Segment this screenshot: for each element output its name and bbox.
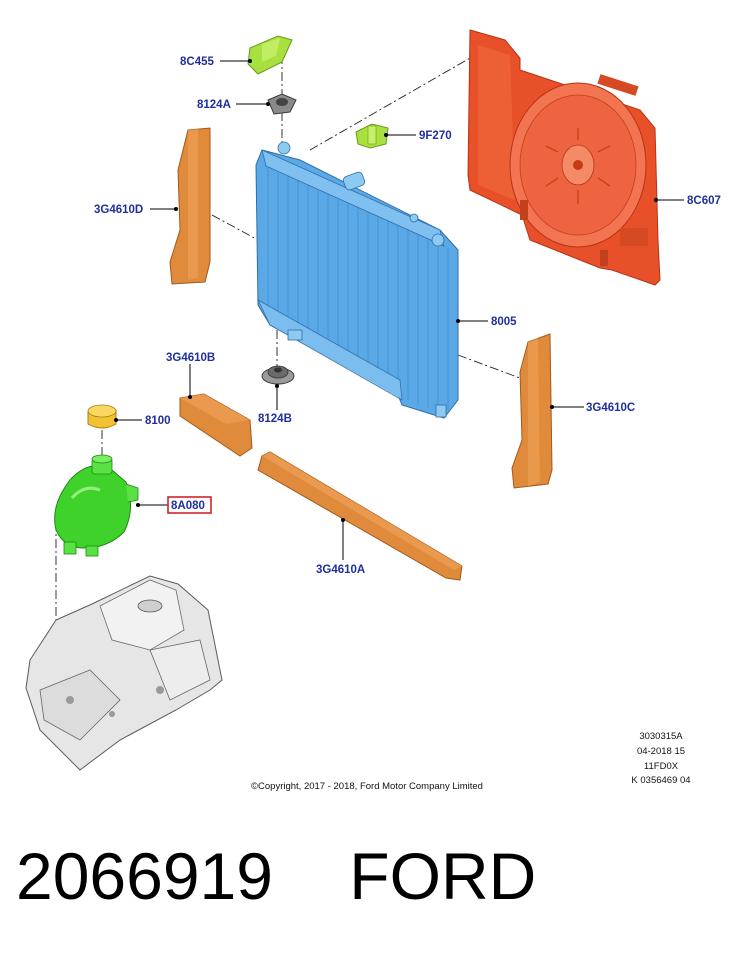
bottom-caption: 2066919 FORD [16, 838, 536, 914]
cap-8100-part [87, 404, 117, 429]
reference-code-line: 04-2018 15 [636, 745, 686, 757]
reference-code-line: 11FD0X [643, 760, 679, 772]
leader-lines [114, 59, 684, 560]
callout-8c455[interactable]: 8C455 [180, 56, 214, 68]
clip-9f270-part [355, 123, 389, 149]
callout-8124b[interactable]: 8124B [258, 413, 292, 425]
seal-3g4610b-part [179, 393, 253, 457]
reference-code-line: K 0356469 04 [631, 775, 691, 787]
callout-3g4610c[interactable]: 3G4610C [586, 402, 635, 414]
bracket-8c455-part [247, 35, 293, 75]
callout-8100[interactable]: 8100 [145, 415, 171, 427]
mount-8124a-part [267, 93, 297, 115]
mount-8124b-part [261, 365, 295, 385]
copyright-notice: ©Copyright, 2017 - 2018, Ford Motor Comp… [251, 781, 483, 792]
part-number: 2066919 [16, 839, 273, 913]
callout-9f270[interactable]: 9F270 [419, 130, 452, 142]
reference-code-block: 3030315A 04-2018 15 11FD0X K 0356469 04 [601, 730, 721, 789]
callout-8005[interactable]: 8005 [491, 316, 517, 328]
brand-name: FORD [349, 839, 537, 913]
body-panel-part [25, 575, 223, 771]
callout-3g4610a[interactable]: 3G4610A [316, 564, 365, 576]
reservoir-8a080-part [54, 454, 139, 557]
seal-3g4610a-part [257, 451, 463, 581]
callout-3g4610b[interactable]: 3G4610B [166, 352, 215, 364]
callout-8124a[interactable]: 8124A [197, 99, 231, 111]
seal-3g4610d-part [169, 127, 211, 285]
fan-shroud-part [467, 29, 661, 286]
callout-3g4610d[interactable]: 3G4610D [94, 204, 143, 216]
reference-code-line: 3030315A [639, 731, 683, 742]
seal-3g4610c-part [511, 333, 553, 489]
radiator-part [255, 141, 459, 419]
callout-8c607[interactable]: 8C607 [687, 195, 721, 207]
callout-8a080-highlight-box [167, 496, 212, 514]
callout-8a080[interactable]: 8A080 [171, 500, 205, 512]
